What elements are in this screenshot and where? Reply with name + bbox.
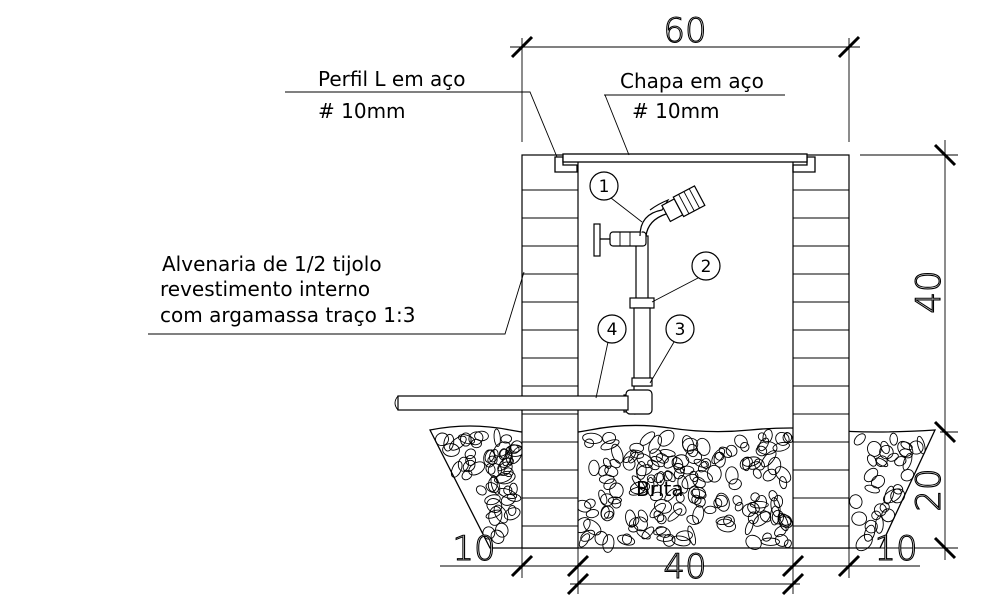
callout-4: 4 <box>595 314 627 399</box>
faucet-assembly <box>394 185 706 415</box>
gravel-bed <box>429 424 937 553</box>
label-alvenaria-line2: revestimento interno <box>160 277 370 301</box>
label-chapa-line2: # 10mm <box>632 99 720 123</box>
gravel-stones <box>435 428 926 553</box>
svg-text:10: 10 <box>874 529 917 569</box>
right-masonry-wall <box>792 154 850 549</box>
left-masonry-wall <box>521 154 579 549</box>
leader-lines <box>148 91 785 335</box>
dimension-bottom: 40 10 10 <box>440 528 920 596</box>
svg-text:3: 3 <box>675 320 686 340</box>
label-alvenaria-line1: Alvenaria de 1/2 tijolo <box>162 252 382 276</box>
svg-text:40: 40 <box>909 270 949 313</box>
callout-1: 1 <box>589 171 643 223</box>
label-alvenaria-line3: com argamassa traço 1:3 <box>160 303 415 327</box>
dimension-right-height: 40 20 <box>860 140 958 560</box>
svg-text:60: 60 <box>663 11 706 51</box>
callout-3: 3 <box>649 314 695 384</box>
svg-text:40: 40 <box>663 547 706 587</box>
label-perfil-line2: # 10mm <box>318 99 406 123</box>
steel-cover-assembly <box>554 153 816 173</box>
label-chapa-line1: Chapa em aço <box>620 69 764 93</box>
svg-text:20: 20 <box>909 468 949 511</box>
svg-text:4: 4 <box>607 320 618 340</box>
dimension-top-width: 60 <box>510 10 861 142</box>
svg-text:1: 1 <box>599 177 610 197</box>
svg-text:10: 10 <box>452 529 495 569</box>
label-perfil-line1: Perfil L em aço <box>318 67 466 91</box>
svg-text:2: 2 <box>701 257 712 277</box>
steel-plate <box>562 153 808 163</box>
callout-2: 2 <box>651 251 721 303</box>
label-brita: Brita <box>636 477 684 501</box>
